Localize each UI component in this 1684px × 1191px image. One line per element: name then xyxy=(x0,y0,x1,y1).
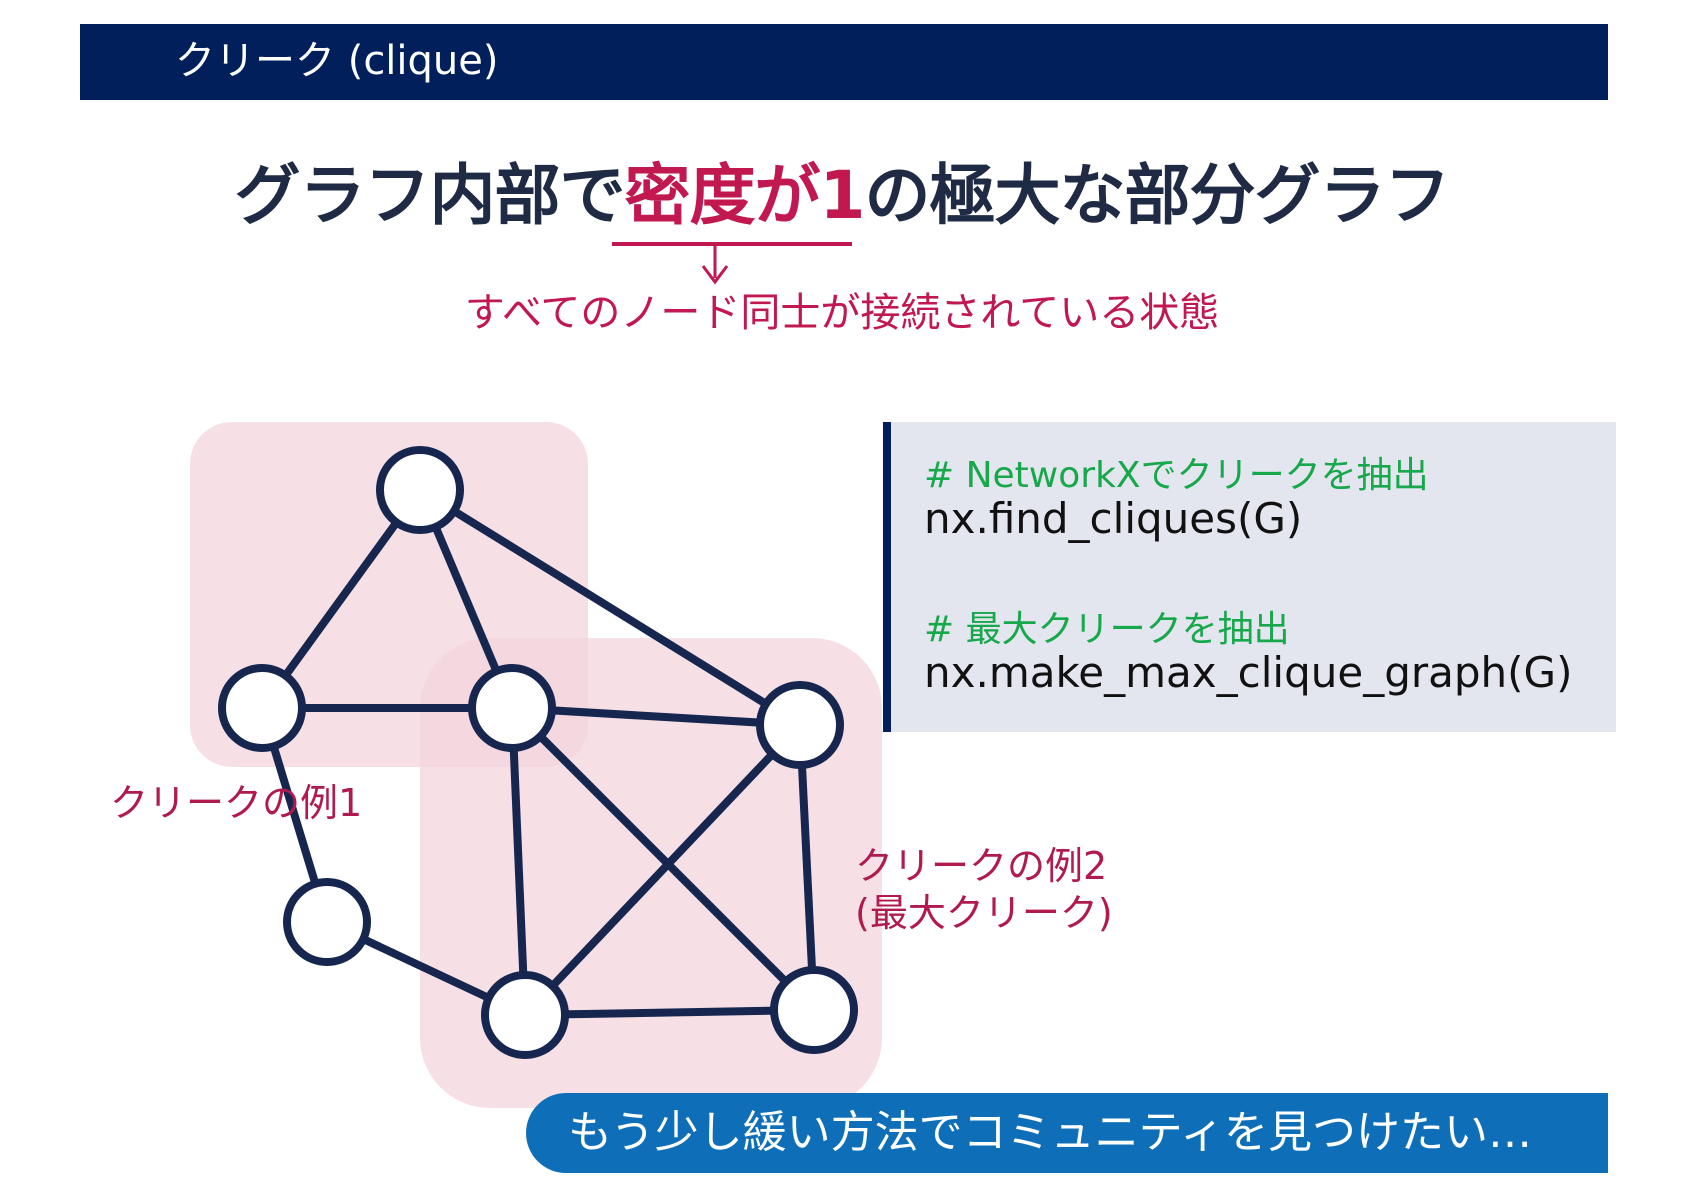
bottom-banner-text: もう少し緩い方法でコミュニティを見つけたい… xyxy=(568,1107,1533,1158)
code-comment-1: # NetworkXでクリークを抽出 xyxy=(924,455,1429,496)
edge-center-right xyxy=(511,704,801,729)
code-panel: # NetworkXでクリークを抽出 nx.find_cliques(G) # … xyxy=(883,422,1616,732)
clique-1-label: クリークの例1 xyxy=(110,781,363,825)
headline-part2: の極大な部分グラフ xyxy=(864,157,1450,234)
node-lower-left xyxy=(283,878,371,966)
edge-right-bottomright xyxy=(796,724,818,1011)
edge-center-bottommid xyxy=(508,707,529,1016)
node-right xyxy=(756,681,844,769)
headline-highlight: 密度が1 xyxy=(624,157,866,234)
node-bottom-right xyxy=(770,966,858,1054)
edge-right-bottommid xyxy=(522,722,803,1018)
code-comment-2: # 最大クリークを抽出 xyxy=(924,609,1290,650)
clique-2-sublabel: (最大クリーク) xyxy=(855,891,1113,935)
node-center xyxy=(468,664,556,752)
header-bar: クリーク (clique) xyxy=(80,24,1608,100)
edge-top-left xyxy=(258,487,424,711)
edge-center-bottomright xyxy=(509,705,817,1013)
node-bottom-mid xyxy=(481,971,569,1059)
slide-title: クリーク (clique) xyxy=(175,38,499,84)
code-find-cliques: nx.find_cliques(G) xyxy=(924,494,1303,543)
clique-2-label: クリークの例2 xyxy=(855,844,1108,888)
bottom-banner: もう少し緩い方法でコミュニティを見つけたい… xyxy=(526,1093,1608,1173)
density-note: すべてのノード同士が接続されている状態 xyxy=(464,290,1220,336)
headline-part1: グラフ内部で xyxy=(234,157,626,234)
edge-top-right xyxy=(417,486,803,729)
node-left xyxy=(218,664,306,752)
definition-headline: グラフ内部で密度が1の極大な部分グラフ xyxy=(0,156,1684,236)
code-make-max-clique-graph: nx.make_max_clique_graph(G) xyxy=(924,648,1573,697)
node-top xyxy=(376,446,464,534)
edge-bottommid-bottomright xyxy=(524,1006,815,1019)
